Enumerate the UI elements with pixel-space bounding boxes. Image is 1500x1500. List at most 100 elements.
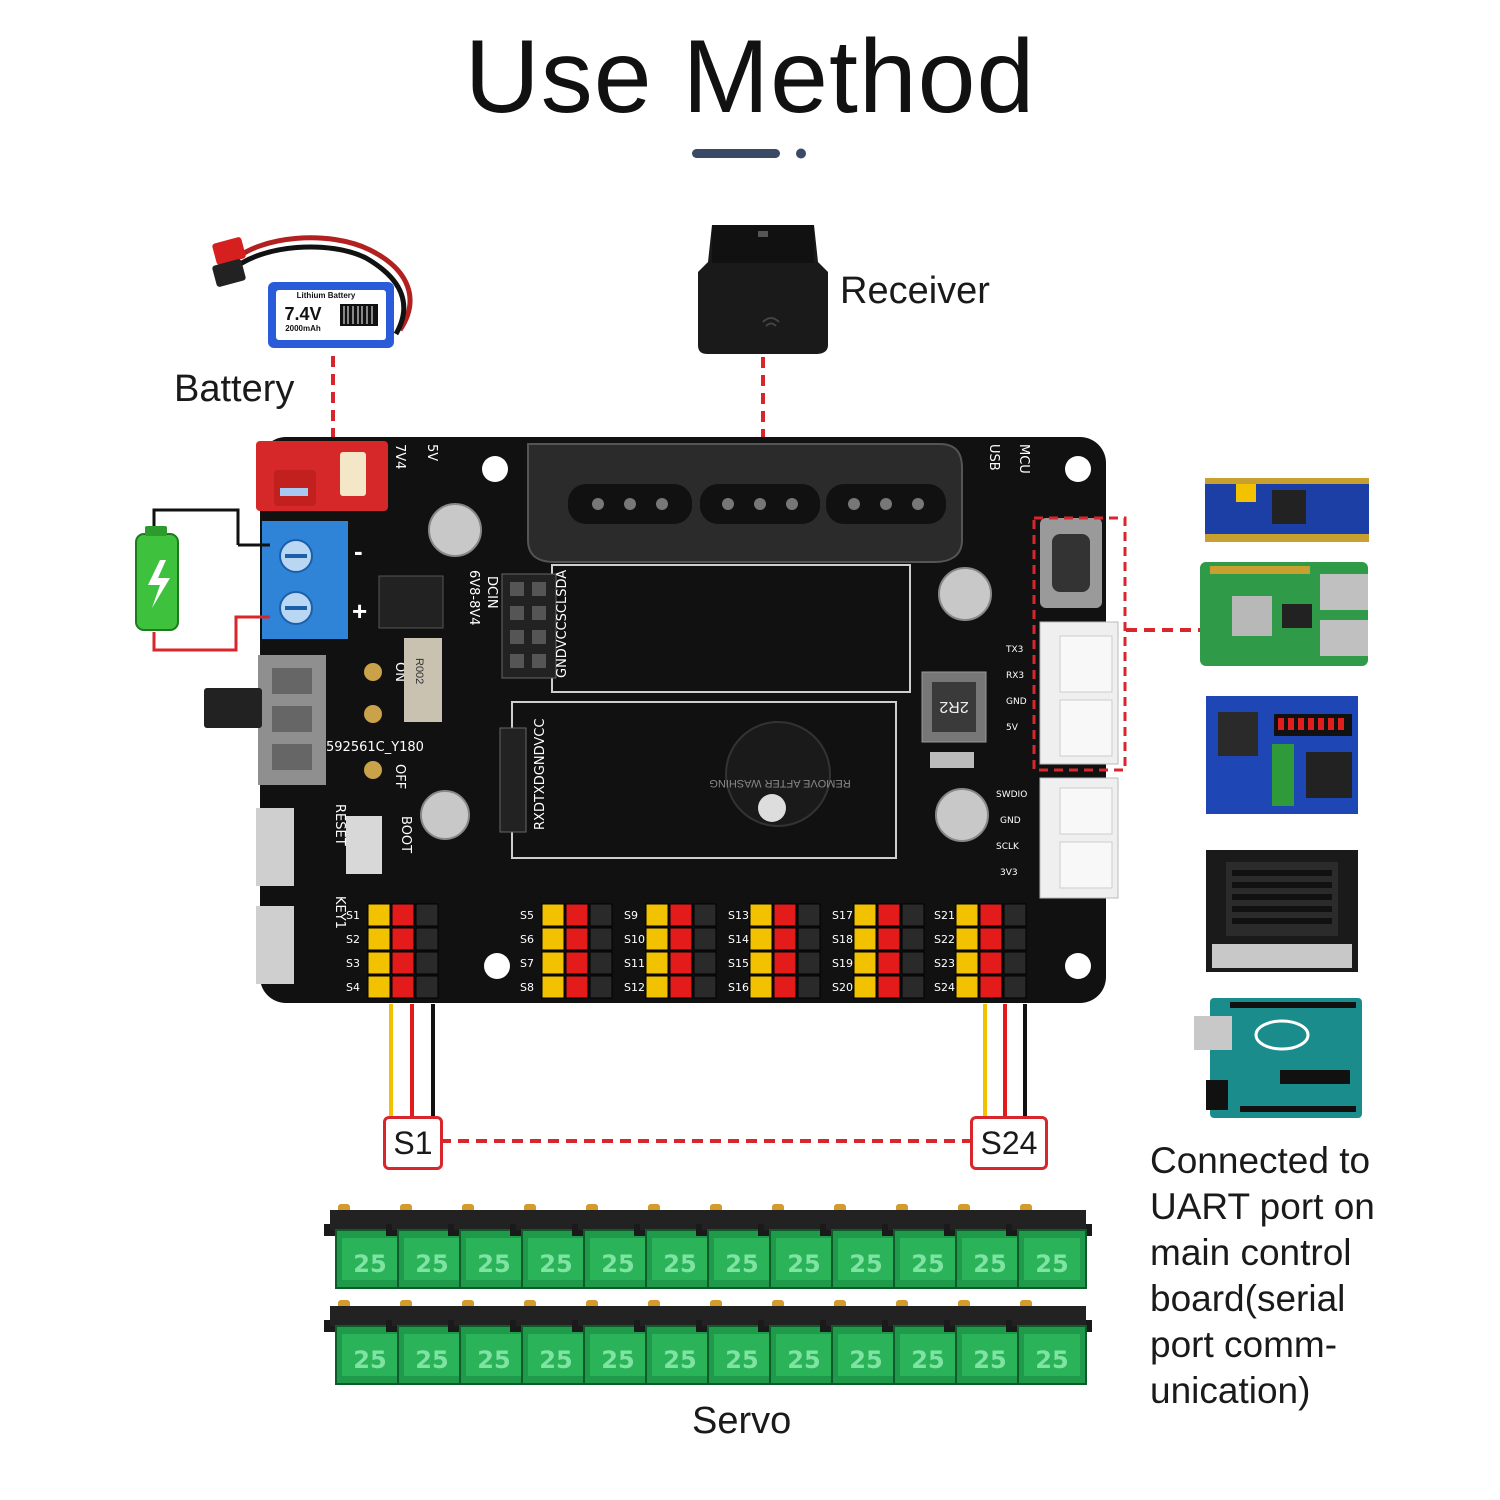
servo-pin[interactable]	[645, 903, 669, 927]
servo-pin[interactable]	[589, 951, 613, 975]
servo-pin[interactable]	[1003, 951, 1027, 975]
uart-pin-rx3: RX3	[1006, 671, 1024, 681]
title-divider-dot	[796, 148, 806, 159]
servo-pin[interactable]	[541, 927, 565, 951]
uart-note-line: unication)	[1150, 1370, 1311, 1411]
servo-pin[interactable]	[391, 951, 415, 975]
servo-pin[interactable]	[955, 903, 979, 927]
servo-pin[interactable]	[415, 975, 439, 999]
servo-pin[interactable]	[901, 903, 925, 927]
servo-pin[interactable]	[773, 951, 797, 975]
servo-pin[interactable]	[853, 903, 877, 927]
servo-pin[interactable]	[693, 927, 717, 951]
swd-pin-gnd: GND	[1000, 816, 1021, 826]
servo-pin[interactable]	[955, 927, 979, 951]
servo-label: Servo	[692, 1400, 792, 1442]
servo-pin[interactable]	[877, 903, 901, 927]
servo-pin[interactable]	[645, 951, 669, 975]
servo-badge-text: 25	[415, 1250, 448, 1278]
servo-pin[interactable]	[645, 927, 669, 951]
servo-pin[interactable]	[645, 975, 669, 999]
servo-badge-text: 25	[973, 1250, 1006, 1278]
servo-pin[interactable]	[541, 975, 565, 999]
servo-pin[interactable]	[749, 951, 773, 975]
servo-pin[interactable]	[797, 951, 821, 975]
servo-pin[interactable]	[749, 903, 773, 927]
servo-badge-text: 25	[477, 1250, 510, 1278]
servo-pin[interactable]	[797, 975, 821, 999]
boot-text: BOOT	[398, 816, 413, 853]
servo-pin[interactable]	[367, 927, 391, 951]
servo-pin[interactable]	[1003, 927, 1027, 951]
servo-pin[interactable]	[877, 975, 901, 999]
servo-pin[interactable]	[391, 975, 415, 999]
servo-pin[interactable]	[415, 951, 439, 975]
servo-pin[interactable]	[901, 975, 925, 999]
servo-pin[interactable]	[541, 903, 565, 927]
servo-pin[interactable]	[979, 951, 1003, 975]
servo-pin[interactable]	[565, 903, 589, 927]
servo-pin[interactable]	[797, 927, 821, 951]
servo-port-last-badge: S24	[970, 1116, 1048, 1170]
servo-pin[interactable]	[669, 951, 693, 975]
servo-pin[interactable]	[901, 951, 925, 975]
control-board: - + 592561C_Y180 ON OFF RESET KEY1 BOOT	[135, 437, 1127, 1003]
servo-pin[interactable]	[415, 927, 439, 951]
servo-pin[interactable]	[749, 975, 773, 999]
servo-pin[interactable]	[955, 975, 979, 999]
servo-badge-text: 25	[725, 1346, 758, 1374]
servo-pin[interactable]	[693, 903, 717, 927]
servo-pin[interactable]	[367, 903, 391, 927]
servo-pin[interactable]	[853, 975, 877, 999]
servo-pin[interactable]	[979, 975, 1003, 999]
servo-pin[interactable]	[979, 903, 1003, 927]
servo-pin[interactable]	[415, 903, 439, 927]
port-label: S16	[728, 981, 749, 994]
servo-pin[interactable]	[773, 927, 797, 951]
servo-pin[interactable]	[589, 975, 613, 999]
port-label: S18	[832, 933, 853, 946]
servo-pin[interactable]	[979, 927, 1003, 951]
port-label: S14	[728, 933, 749, 946]
servo-pin[interactable]	[797, 903, 821, 927]
servo-pin[interactable]	[367, 951, 391, 975]
switch-on-text: ON	[392, 662, 407, 682]
servo-pin[interactable]	[391, 927, 415, 951]
servo-pin[interactable]	[541, 951, 565, 975]
servo-pin[interactable]	[749, 927, 773, 951]
servo-pin[interactable]	[1003, 903, 1027, 927]
arduino-uno-board	[1194, 998, 1362, 1118]
port-label: S3	[346, 957, 360, 970]
title-divider-bar	[692, 149, 780, 158]
servo-pin[interactable]	[773, 975, 797, 999]
servo-pin[interactable]	[669, 975, 693, 999]
servo-badge-text: 25	[415, 1346, 448, 1374]
servo-pin[interactable]	[367, 975, 391, 999]
servo-pin[interactable]	[565, 927, 589, 951]
servo-pin[interactable]	[589, 903, 613, 927]
servo-pin[interactable]	[693, 975, 717, 999]
servo-pin[interactable]	[589, 927, 613, 951]
servo-pin[interactable]	[853, 927, 877, 951]
servo-pin[interactable]	[693, 951, 717, 975]
servo-motor: 25	[634, 1204, 720, 1289]
servo-pin[interactable]	[853, 951, 877, 975]
servo-pin[interactable]	[669, 903, 693, 927]
servo-pin[interactable]	[773, 903, 797, 927]
servo-motor: 25	[448, 1204, 534, 1289]
port-label: S20	[832, 981, 853, 994]
servo-pin[interactable]	[565, 951, 589, 975]
battery-brand-text: Lithium Battery	[297, 291, 356, 300]
servo-pin[interactable]	[565, 975, 589, 999]
servo-badge-text: 25	[353, 1250, 386, 1278]
servo-pin[interactable]	[391, 903, 415, 927]
servo-pin[interactable]	[669, 927, 693, 951]
servo-pin[interactable]	[1003, 975, 1027, 999]
servo-pin[interactable]	[901, 927, 925, 951]
uart-pin-gnd: GND	[1006, 697, 1027, 707]
servo-pin[interactable]	[955, 951, 979, 975]
servo-pin[interactable]	[877, 927, 901, 951]
usb-text: USB	[986, 444, 1001, 471]
servo-pin[interactable]	[877, 951, 901, 975]
